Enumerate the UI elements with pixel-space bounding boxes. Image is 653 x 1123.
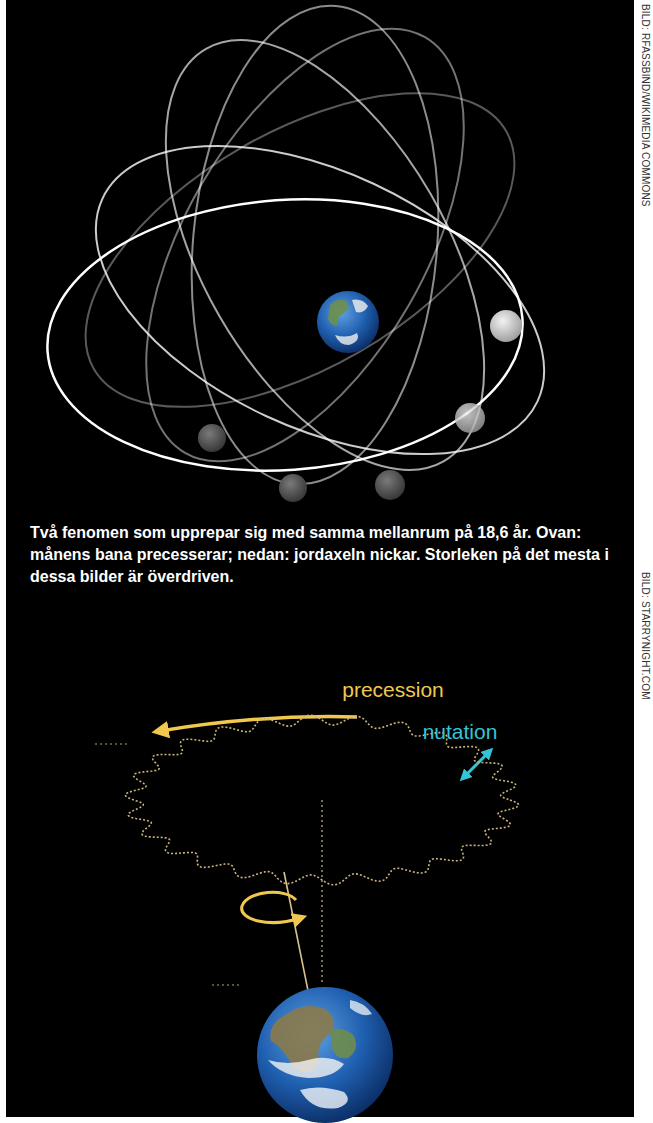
precession-label: precession xyxy=(342,678,444,702)
moon-orbits xyxy=(35,0,592,522)
image-credit: BILD: RFASSBIND/WIKIMEDIA COMMONS xyxy=(640,4,651,207)
image-credit: BILD: STARRYNIGHT.COM xyxy=(640,572,651,700)
dotted-tick xyxy=(95,743,130,744)
vertical-reference xyxy=(321,800,322,985)
caption: Två fenomen som upprepar sig med samma m… xyxy=(30,522,615,588)
earth xyxy=(257,987,393,1123)
black-panel xyxy=(6,0,634,1117)
nutation-arrow xyxy=(464,752,489,777)
rotation-arrow xyxy=(242,892,300,922)
earth xyxy=(317,291,379,353)
precession-arrow xyxy=(160,717,357,731)
dotted-tick xyxy=(212,984,240,985)
nutation-label: nutation xyxy=(423,720,498,744)
